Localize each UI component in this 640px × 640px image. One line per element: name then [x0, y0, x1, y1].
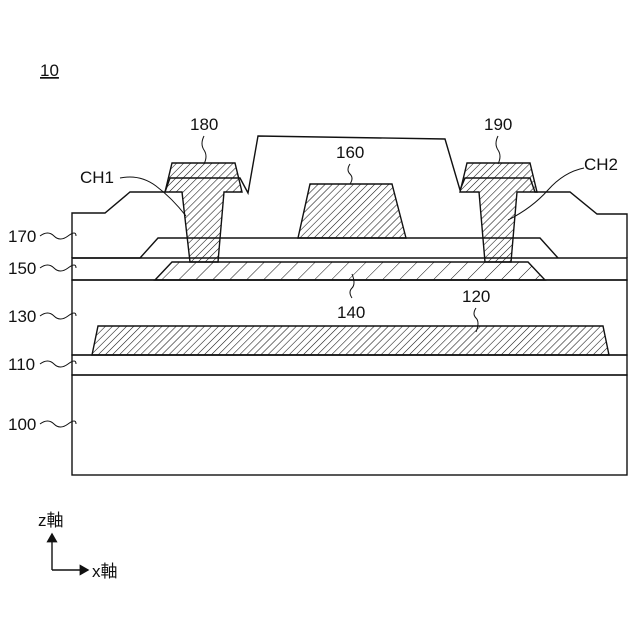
layer-120: [92, 326, 609, 355]
leader-190: [496, 136, 500, 164]
x-axis-label: x軸: [92, 562, 118, 581]
label-180: 180: [190, 115, 218, 134]
label-130: 130: [8, 307, 36, 326]
leader-110: [40, 361, 76, 367]
layer-160: [298, 184, 406, 238]
electrode-190: [460, 163, 537, 262]
leader-150: [40, 265, 76, 271]
leader-180: [202, 136, 206, 164]
figure-number: 10: [40, 61, 59, 80]
label-110: 110: [8, 355, 35, 374]
layer-110: [72, 355, 627, 375]
label-120: 120: [462, 287, 490, 306]
layer-140: [155, 262, 545, 280]
label-140: 140: [337, 303, 365, 322]
leader-160: [348, 164, 352, 184]
label-ch2: CH2: [584, 155, 618, 174]
label-ch1: CH1: [80, 168, 114, 187]
label-150: 150: [8, 259, 36, 278]
label-190: 190: [484, 115, 512, 134]
leader-170: [40, 233, 76, 239]
label-170: 170: [8, 227, 36, 246]
z-axis-label: z軸: [38, 511, 64, 530]
leader-130: [40, 313, 76, 319]
electrode-180: [165, 163, 242, 262]
label-160: 160: [336, 143, 364, 162]
substrate-100: [72, 375, 627, 475]
leader-100: [40, 421, 76, 427]
label-100: 100: [8, 415, 36, 434]
